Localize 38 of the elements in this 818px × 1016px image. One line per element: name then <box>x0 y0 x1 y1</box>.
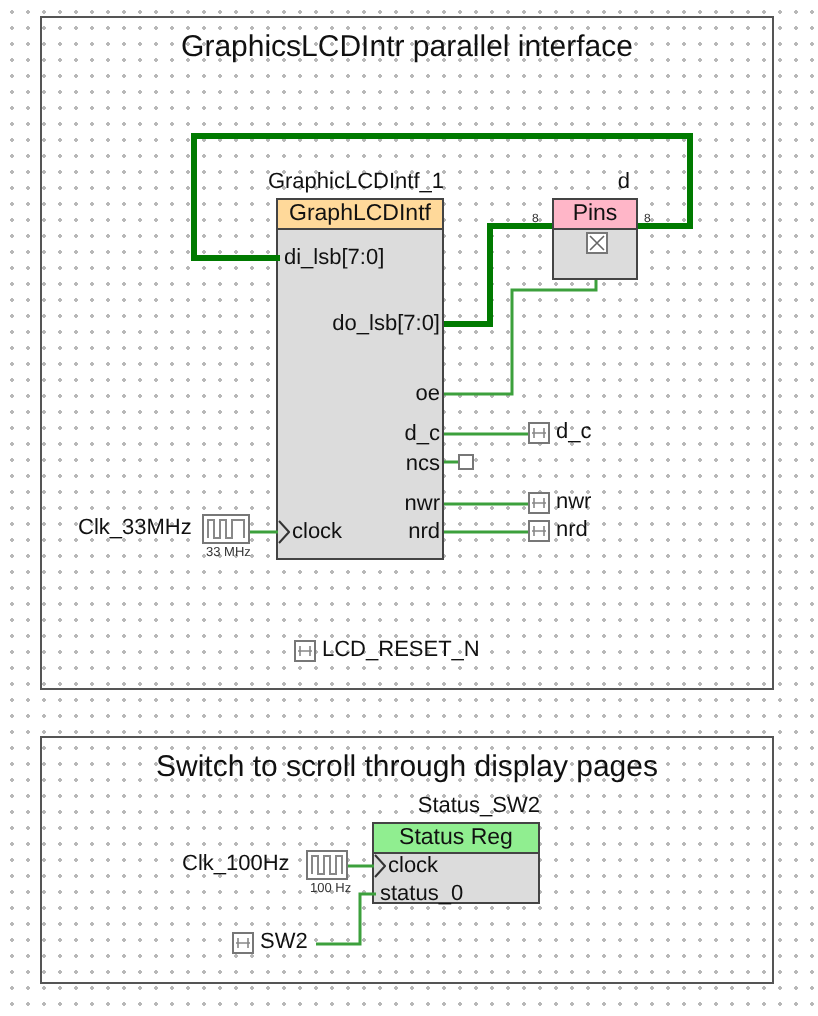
wire <box>444 280 598 396</box>
pin-name: d_c <box>556 420 592 446</box>
wire <box>444 432 528 436</box>
port-label: status_0 <box>376 880 516 908</box>
instance-name: GraphicLCDIntf_1 <box>267 170 444 196</box>
port-label: di_lsb[7:0] <box>280 244 420 272</box>
wire <box>316 892 376 946</box>
pin-name: nwr <box>556 490 592 516</box>
port-label: clock <box>292 520 343 546</box>
port-label: nwr <box>364 490 444 518</box>
group-frame <box>40 16 774 690</box>
terminator-icon <box>458 454 474 470</box>
component-header: GraphLCDIntf <box>278 200 442 230</box>
clock-name: Clk_33MHz <box>78 516 192 542</box>
component-header: Status Reg <box>374 824 538 854</box>
wire <box>444 460 458 464</box>
frame-title: Switch to scroll through display pages <box>156 750 658 784</box>
wire <box>348 854 386 878</box>
port-label: nrd <box>364 518 444 546</box>
component-header: Pins <box>554 200 636 230</box>
wire <box>250 520 290 544</box>
pin-name: SW2 <box>260 930 308 956</box>
wire <box>444 223 552 327</box>
port-label: oe <box>364 380 444 408</box>
clock-name: Clk_100Hz <box>182 852 290 878</box>
port-label: ncs <box>364 450 444 478</box>
frame-title: GraphicsLCDIntr parallel interface <box>181 30 633 64</box>
instance-name: d <box>617 170 630 196</box>
port-label: clock <box>388 854 439 880</box>
wire <box>444 530 528 534</box>
port-label: d_c <box>364 420 444 448</box>
pin-name: nrd <box>556 518 588 544</box>
pin-name: LCD_RESET_N <box>322 638 480 664</box>
wire <box>191 133 693 261</box>
port-label: do_lsb[7:0] <box>304 310 444 338</box>
group-frame <box>40 736 774 984</box>
wire <box>444 502 528 506</box>
instance-name: Status_SW2 <box>417 794 540 820</box>
